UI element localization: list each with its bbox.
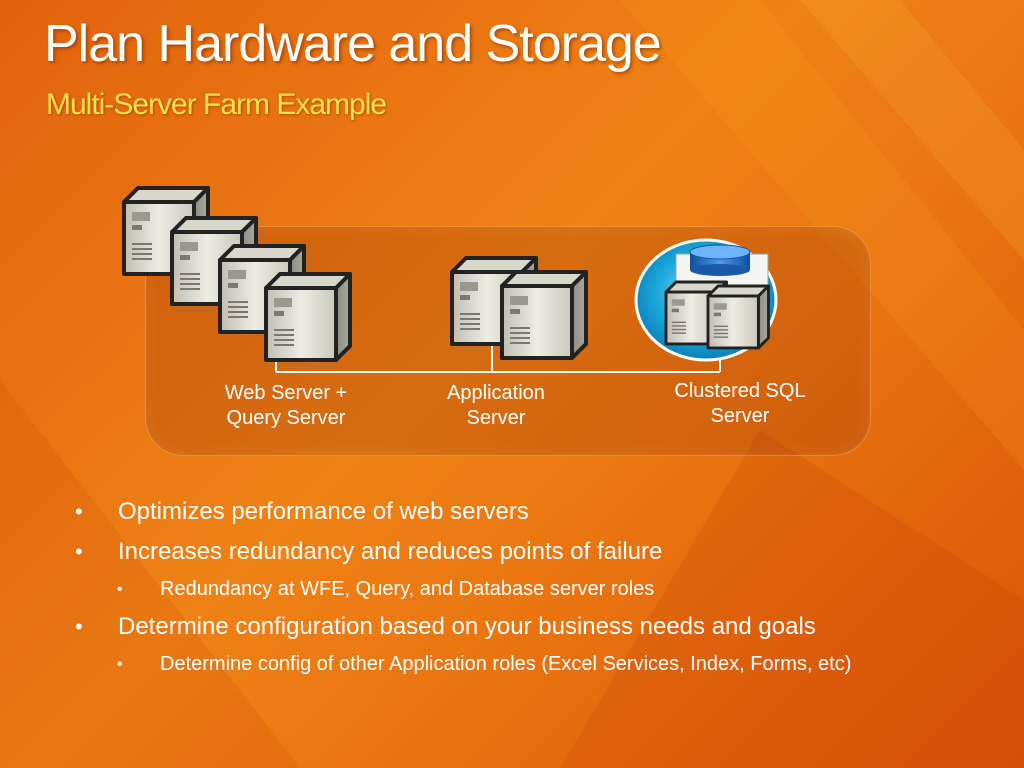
server-icon xyxy=(500,270,588,360)
network-connector xyxy=(275,345,721,373)
sub-bullet-item: • Determine config of other Application … xyxy=(70,652,960,677)
slide-subtitle: Multi-Server Farm Example xyxy=(46,88,387,121)
clustered-sql-group xyxy=(634,238,778,362)
bullet-marker: • xyxy=(75,499,83,524)
bullet-text: Redundancy at WFE, Query, and Database s… xyxy=(160,578,655,600)
bullet-marker: • xyxy=(75,539,83,564)
database-icon xyxy=(689,244,751,276)
server-icon xyxy=(706,284,770,350)
bullet-item: • Increases redundancy and reduces point… xyxy=(70,537,970,567)
web-server-label: Web Server + Query Server xyxy=(224,382,348,429)
bullet-item: • Optimizes performance of web servers xyxy=(70,497,970,527)
server-icon xyxy=(264,272,352,362)
bullet-text: Determine config of other Application ro… xyxy=(160,653,852,675)
bullet-list: • Optimizes performance of web servers •… xyxy=(70,497,970,687)
bullet-marker: • xyxy=(117,581,123,598)
bullet-text: Optimizes performance of web servers xyxy=(118,498,529,525)
clustered-sql-label: Clustered SQL Server xyxy=(674,380,806,427)
bullet-item: • Determine configuration based on your … xyxy=(70,612,970,642)
application-server-label: Application Server xyxy=(447,382,545,429)
bullet-marker: • xyxy=(75,614,83,639)
slide-title: Plan Hardware and Storage xyxy=(44,15,662,73)
application-server-group xyxy=(450,256,588,360)
bullet-text: Determine configuration based on your bu… xyxy=(118,613,816,640)
sub-bullet-item: • Redundancy at WFE, Query, and Database… xyxy=(70,577,960,602)
bullet-text: Increases redundancy and reduces points … xyxy=(118,538,663,565)
bullet-marker: • xyxy=(117,656,123,673)
web-server-group xyxy=(122,186,352,362)
